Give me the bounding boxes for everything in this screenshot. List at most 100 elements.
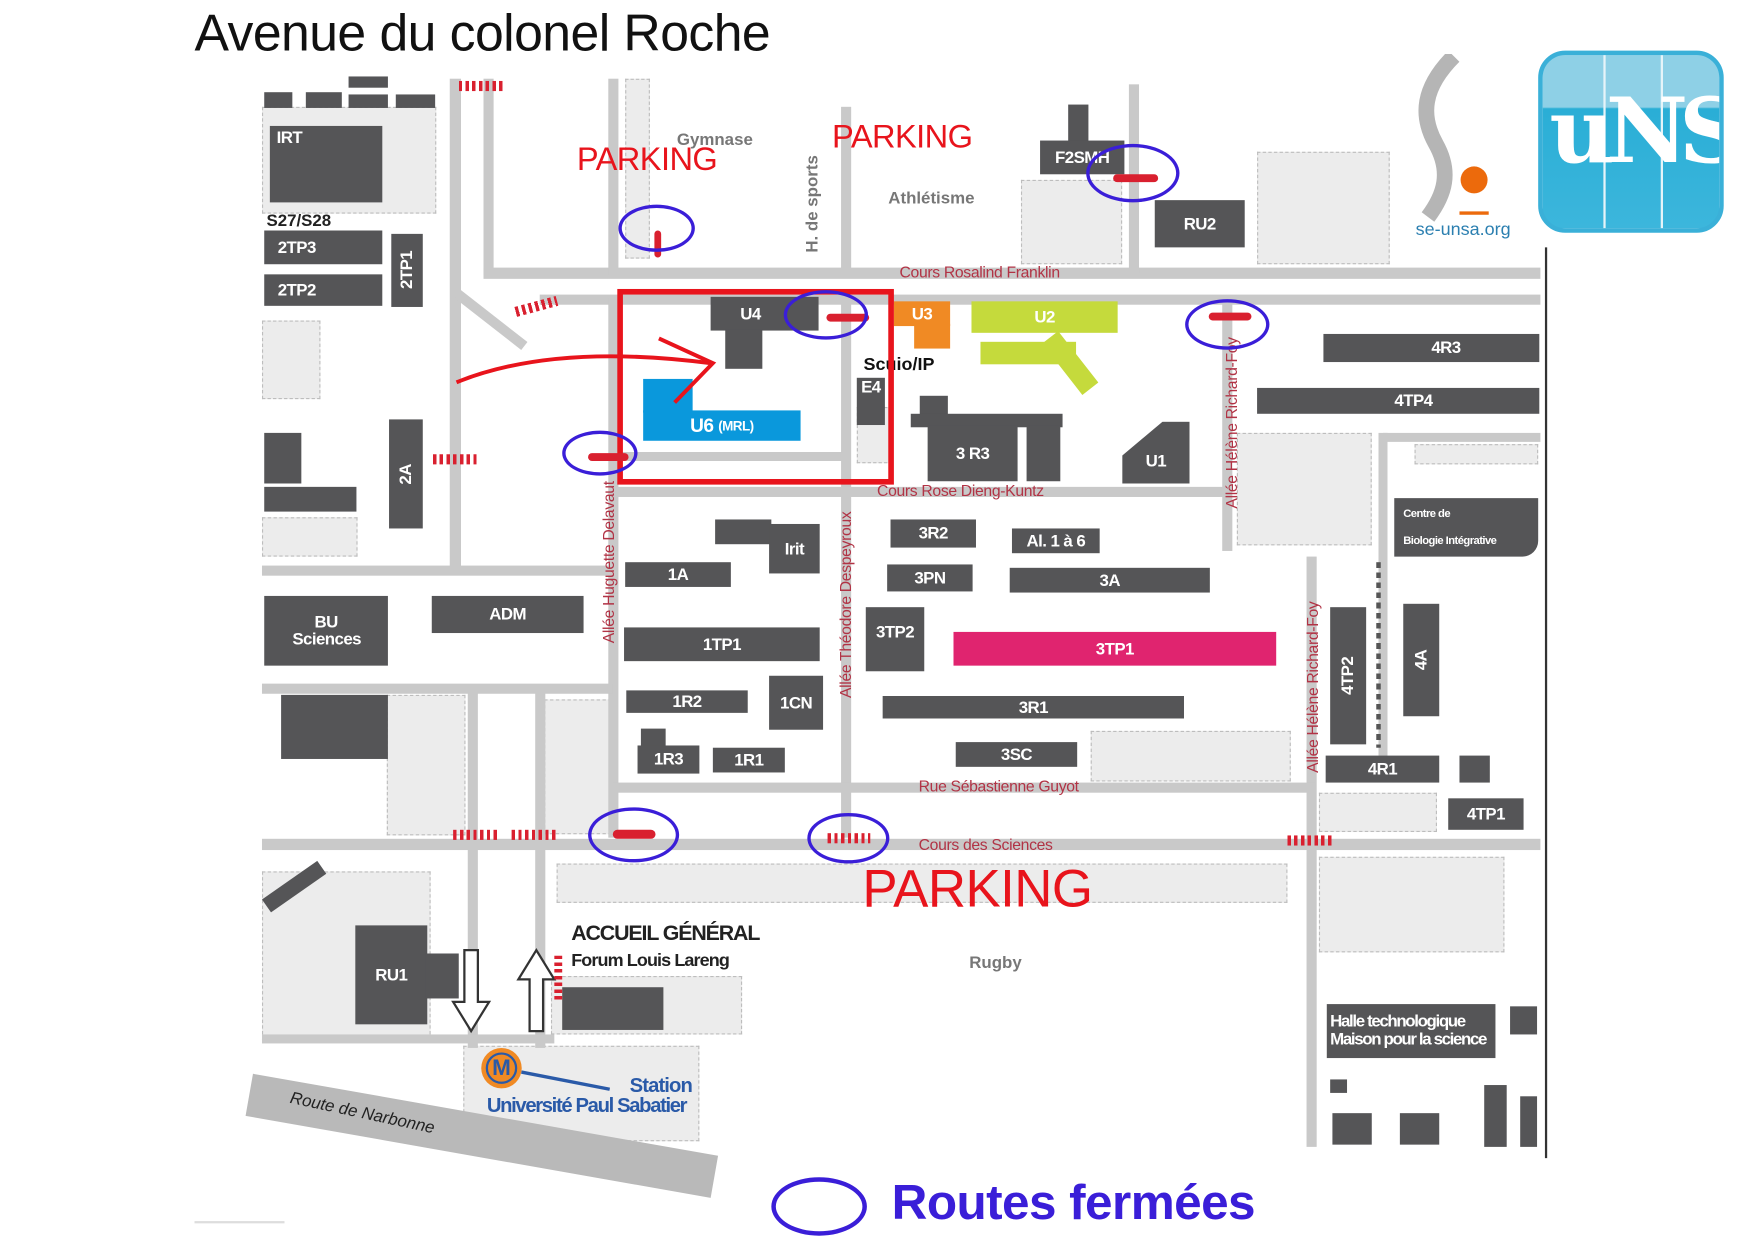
- road: [841, 106, 852, 274]
- unsa-divider: [1603, 55, 1606, 229]
- street-label: Cours des Sciences: [918, 835, 1053, 854]
- building: [1484, 1085, 1507, 1147]
- building-irt[interactable]: IRT: [269, 125, 383, 203]
- area: [386, 694, 466, 836]
- building-u2[interactable]: U2: [971, 301, 1118, 333]
- gymnase-label: Gymnase: [676, 130, 753, 150]
- building-3pn[interactable]: 3PN: [887, 564, 973, 592]
- building-irit[interactable]: Irit: [769, 523, 820, 574]
- building: [715, 519, 772, 545]
- street-label: Allée Théodore Despeyroux: [836, 511, 855, 699]
- building-3a[interactable]: 3A: [1009, 567, 1210, 593]
- building: [1332, 1113, 1372, 1145]
- building-label: 2TP3: [277, 237, 317, 257]
- building-1r3[interactable]: 1R3: [637, 745, 700, 774]
- building-ru1[interactable]: RU1: [355, 925, 428, 1025]
- metro-icon: M: [481, 1047, 522, 1089]
- building-accueil[interactable]: [562, 987, 664, 1030]
- building-label: Al. 1 à 6: [1026, 531, 1086, 551]
- street-label: Allée Hélène Richard-Foy: [1303, 601, 1322, 773]
- building-1r1[interactable]: 1R1: [712, 747, 785, 773]
- road: [535, 688, 546, 1048]
- road: [261, 838, 1541, 851]
- barrier-marker: [453, 829, 499, 840]
- parking-label: PARKING: [832, 119, 973, 156]
- closed-road-circle: [1185, 299, 1270, 350]
- building: [1459, 755, 1490, 783]
- street-label: Cours Rosalind Franklin: [899, 263, 1061, 282]
- building: [725, 329, 763, 369]
- building-3r2[interactable]: 3R2: [890, 519, 976, 548]
- building: [910, 413, 1063, 428]
- building-3r3[interactable]: 3 R3: [927, 425, 1018, 482]
- area: [1236, 432, 1372, 546]
- building: [1520, 1096, 1538, 1147]
- building-adm[interactable]: ADM: [431, 595, 584, 634]
- building-label: RU1: [375, 965, 408, 985]
- unsa-divider: [1660, 55, 1663, 229]
- parking-label: PARKING: [576, 141, 718, 178]
- building-label: Maison pour la science: [1330, 1029, 1487, 1050]
- building-4a[interactable]: 4A: [1403, 603, 1440, 717]
- building: [1026, 425, 1061, 482]
- building-label: U1: [1145, 451, 1167, 471]
- building-2tp1[interactable]: 2TP1: [391, 233, 423, 307]
- building-label: 4A: [1411, 649, 1431, 671]
- building-4r3[interactable]: 4R3: [1323, 333, 1540, 363]
- building-4tp4[interactable]: 4TP4: [1257, 387, 1540, 414]
- building-3sc[interactable]: 3SC: [955, 742, 1078, 767]
- building: [919, 395, 948, 417]
- parking-label: PARKING: [862, 857, 1093, 918]
- building-1a[interactable]: 1A: [625, 562, 731, 587]
- building: [914, 323, 951, 349]
- building-bu-sciences[interactable]: BU Sciences: [264, 595, 388, 666]
- building-centre-biologie[interactable]: Centre de Biologie Intégrative: [1394, 498, 1539, 557]
- building-4tp1[interactable]: 4TP1: [1448, 798, 1524, 830]
- building-label: 3TP2: [875, 622, 915, 643]
- building-2tp2[interactable]: 2TP2: [264, 274, 383, 306]
- road: [483, 78, 494, 276]
- building-u6[interactable]: U6 (MRL): [643, 410, 801, 441]
- building-u6[interactable]: [643, 378, 693, 413]
- area: [261, 320, 321, 400]
- building-1tp1[interactable]: 1TP1: [624, 627, 820, 662]
- destination-highlight: [617, 288, 894, 485]
- building-label: 1R2: [672, 692, 702, 712]
- road: [612, 782, 1316, 793]
- road: [1306, 556, 1317, 1147]
- building-4r1[interactable]: 4R1: [1325, 755, 1440, 783]
- building-label: 1CN: [780, 693, 813, 713]
- direction-arrow-icon: [455, 336, 717, 404]
- se-s-icon: [1418, 53, 1489, 222]
- building-label: 2TP1: [397, 251, 417, 290]
- road: [608, 78, 619, 276]
- road: [1383, 432, 1541, 442]
- building-1r2[interactable]: 1R2: [626, 690, 748, 713]
- building-ru2[interactable]: RU2: [1154, 200, 1245, 248]
- athletisme-label: Athlétisme: [888, 188, 975, 209]
- street-label: Cours Rose Dieng-Kuntz: [877, 481, 1044, 500]
- road: [483, 267, 1541, 279]
- building-label: 3A: [1099, 570, 1121, 590]
- building-4tp2[interactable]: 4TP2: [1330, 607, 1367, 745]
- building-2tp3[interactable]: 2TP3: [264, 230, 383, 265]
- building-al-1-6[interactable]: Al. 1 à 6: [1011, 528, 1100, 554]
- building-label: 3 R3: [955, 443, 990, 463]
- building-3tp2[interactable]: 3TP2: [865, 607, 925, 672]
- road: [1378, 432, 1388, 782]
- building-label: 4TP4: [1394, 391, 1433, 411]
- area: [1257, 151, 1390, 265]
- building-label: Centre de: [1403, 507, 1451, 521]
- building-label: Biologie Intégrative: [1403, 534, 1497, 548]
- building-3r1[interactable]: 3R1: [882, 696, 1184, 719]
- building-2a[interactable]: 2A: [389, 419, 423, 529]
- area: [1318, 856, 1505, 953]
- area: [1414, 444, 1539, 465]
- building-1cn[interactable]: 1CN: [769, 675, 824, 730]
- building-label: IRT: [276, 128, 303, 148]
- building-u3[interactable]: U3: [893, 301, 951, 327]
- building-u1[interactable]: U1: [1122, 421, 1190, 484]
- building-3tp1[interactable]: 3TP1: [953, 631, 1277, 666]
- building-e4[interactable]: E4: [856, 377, 885, 426]
